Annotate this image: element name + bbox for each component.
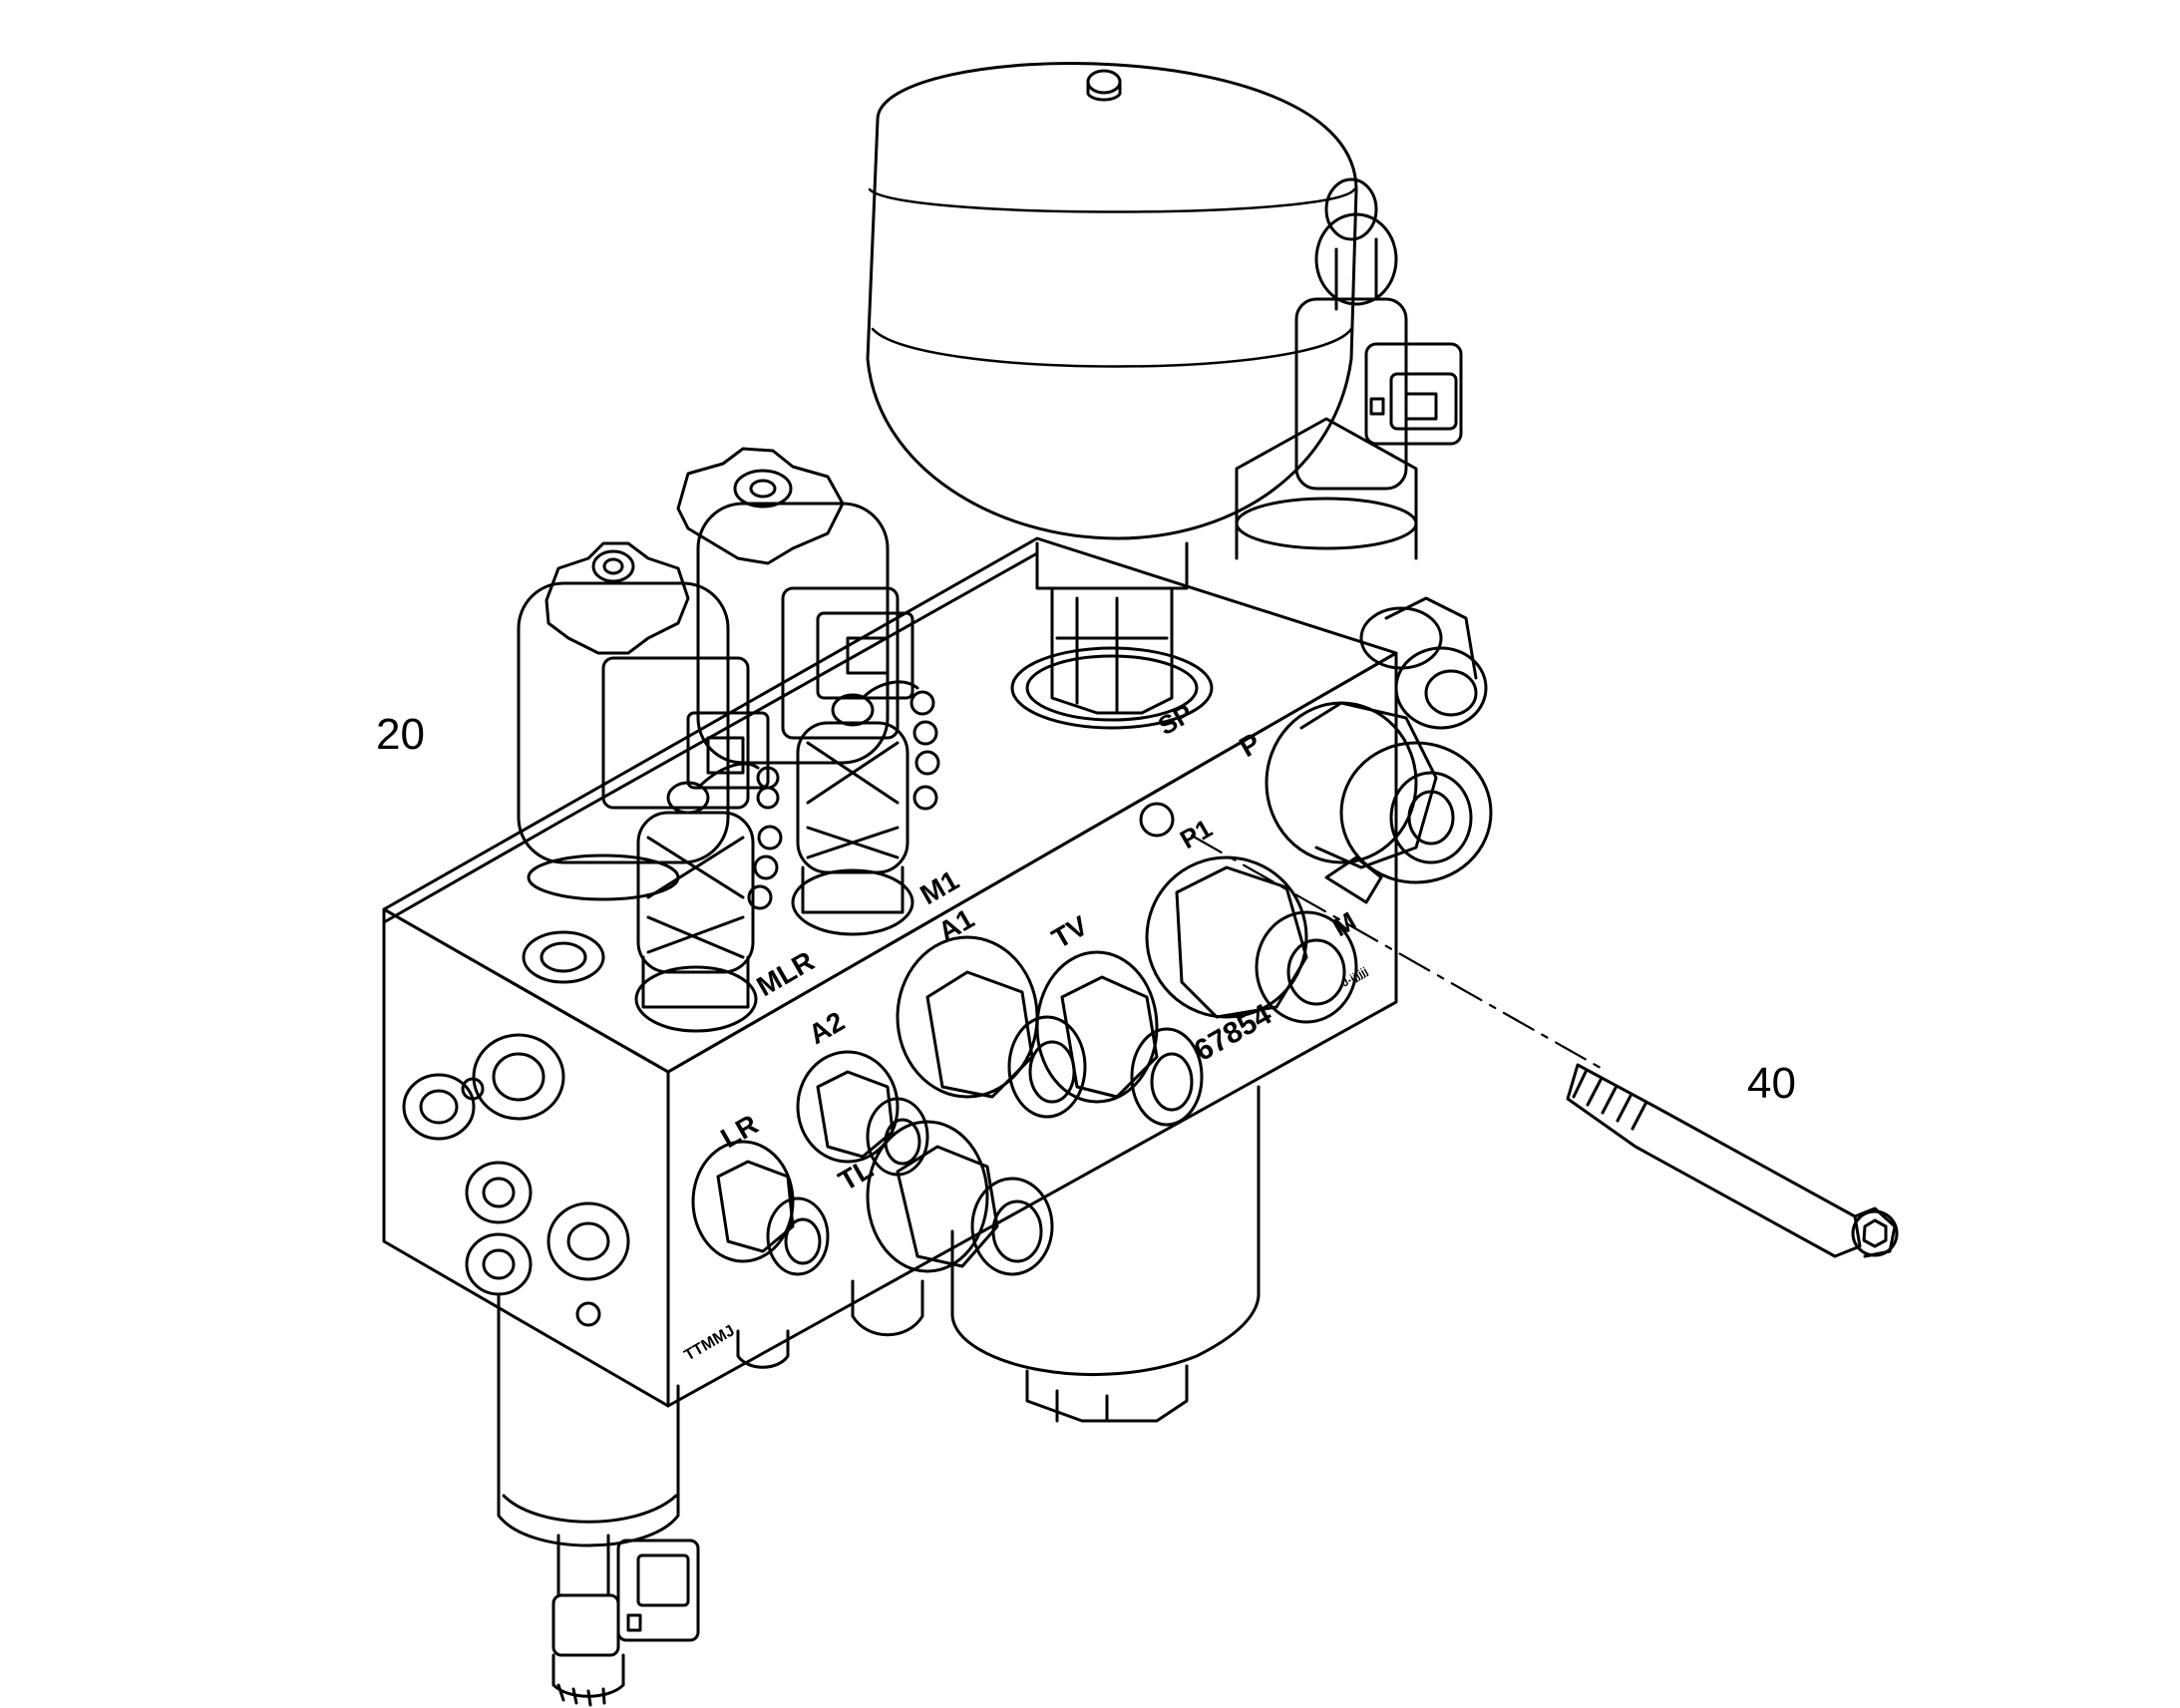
test-point-mlr: [634, 762, 783, 1033]
cap-screw: [1566, 1063, 1899, 1258]
lower-solenoid-cartridge: [497, 1294, 700, 1707]
fitting-tv: [1035, 950, 1204, 1127]
label-mlr: MLR: [752, 945, 820, 1002]
filter-bowl: [950, 1085, 1261, 1423]
label-a2: A2: [804, 1005, 851, 1050]
side-face-ports: [402, 930, 630, 1327]
serial-number: 67854: [1189, 998, 1277, 1068]
fitting-right-top: [1359, 596, 1488, 730]
fitting-lr: [691, 1140, 830, 1276]
accumulator-adapter: [1010, 541, 1214, 730]
accumulator-sphere: [866, 62, 1358, 540]
solenoid-valve-right: [676, 447, 914, 765]
test-point-m1: [791, 680, 940, 936]
manifold-block: [382, 536, 1398, 1408]
solenoid-valve-left: [517, 541, 770, 901]
fitting-p1: [1139, 802, 1383, 1024]
alignment-centerline: [1190, 834, 1610, 1074]
label-m1: M1: [915, 864, 964, 910]
fitting-tl: [866, 1120, 1054, 1276]
callout-20: 20: [376, 710, 425, 759]
label-tv: TV: [1047, 909, 1094, 954]
stamp-ttmmj: TTMMJ: [682, 1322, 738, 1364]
fitting-p: [1265, 701, 1493, 884]
label-p1: P1: [1175, 813, 1218, 854]
fitting-a1: [896, 935, 1087, 1119]
label-a1: A1: [933, 902, 980, 947]
label-m: M: [1327, 905, 1361, 942]
callout-40: 40: [1747, 1059, 1796, 1108]
bottom-fittings: [736, 1279, 924, 1369]
label-tl: TL: [834, 1153, 879, 1196]
